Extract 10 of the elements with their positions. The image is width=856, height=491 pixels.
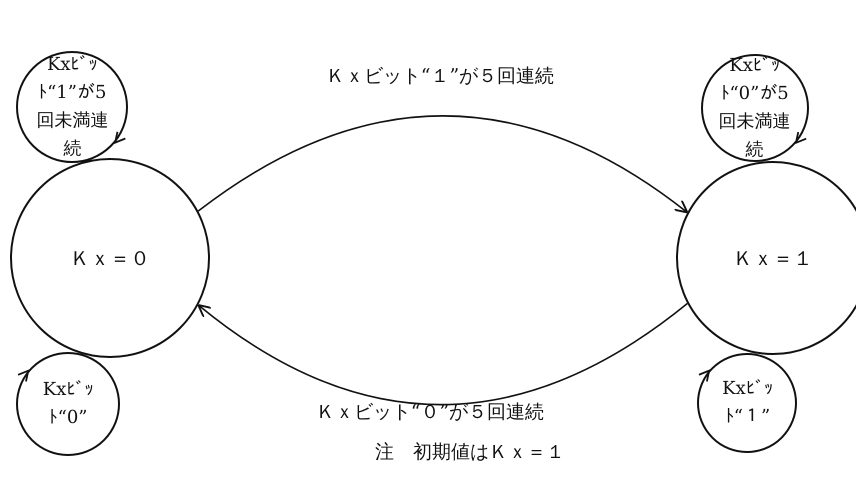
state-circle: Ｋｘ＝１ — [676, 161, 856, 355]
loop-circle: Kxﾋﾞｯﾄ“0”が5回未満連続 — [700, 54, 809, 162]
note-text: 注 初期値はＫｘ＝１ — [375, 440, 565, 465]
transition-arrow — [198, 115, 688, 214]
transition-arrow — [197, 302, 688, 406]
loop-circle: Kxﾋﾞｯﾄ“0” — [16, 352, 120, 456]
loop-circle: Kxﾋﾞｯﾄ“1”が5回未満連続 — [16, 50, 128, 163]
loop-circle: Kxﾋﾞｯﾄ“１” — [697, 352, 798, 453]
edge-label: Ｋｘビット“１”が５回連続 — [326, 64, 554, 89]
state-circle: Ｋｘ＝０ — [10, 158, 210, 358]
